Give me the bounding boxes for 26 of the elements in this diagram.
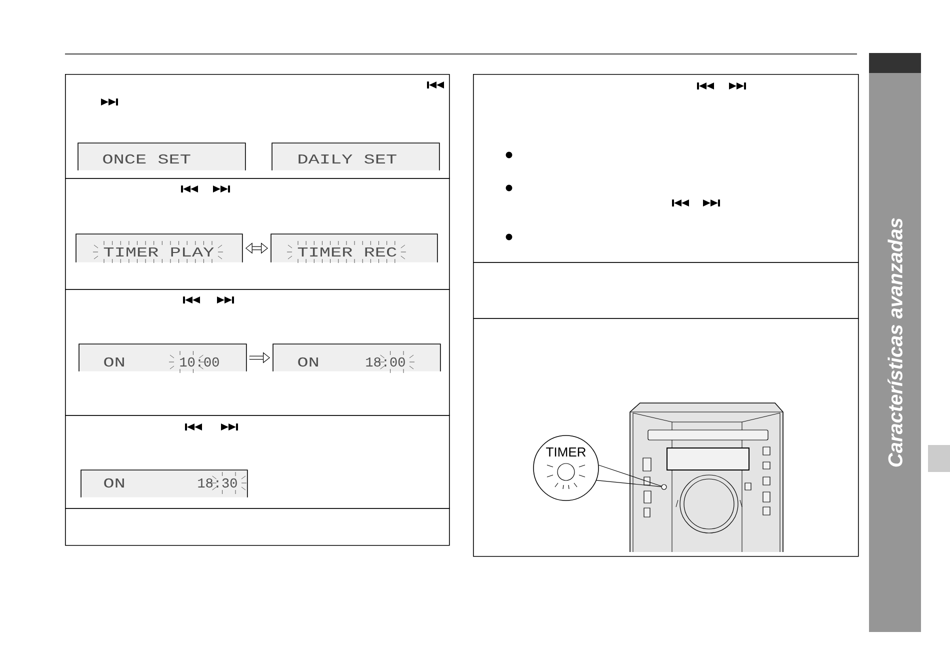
lcd-display: ON 18:30 (80, 470, 248, 498)
step-panel (65, 508, 450, 546)
leader-line (596, 464, 662, 488)
side-tab: Características avanzadas (869, 53, 921, 632)
node-label: 18:30 (198, 478, 237, 488)
node-label: 10:00 (180, 357, 219, 367)
step-panel (473, 318, 859, 557)
node-label: 18:00 (366, 357, 405, 367)
timer-button (661, 484, 667, 490)
step-panel (65, 74, 450, 179)
lcd-display: TIMER PLAY (76, 234, 243, 263)
node-label: ON (298, 357, 318, 367)
step-panel (473, 74, 859, 263)
step-panel (473, 262, 859, 319)
step-panel (65, 415, 450, 509)
node-label: ON (104, 478, 124, 488)
lcd-display: DAILY SET (272, 142, 440, 171)
lcd-display: ON 10:00 (78, 344, 247, 372)
step-panel (65, 289, 450, 416)
lcd-display: TIMER REC (270, 234, 438, 263)
callout-bubble: TIMER (533, 435, 599, 501)
stereo-drawing (630, 402, 784, 552)
lcd-display: ON 18:00 (272, 344, 441, 372)
lcd-display: ONCE SET (78, 142, 246, 171)
node-label: ON (104, 357, 124, 367)
step-panel (65, 178, 450, 290)
